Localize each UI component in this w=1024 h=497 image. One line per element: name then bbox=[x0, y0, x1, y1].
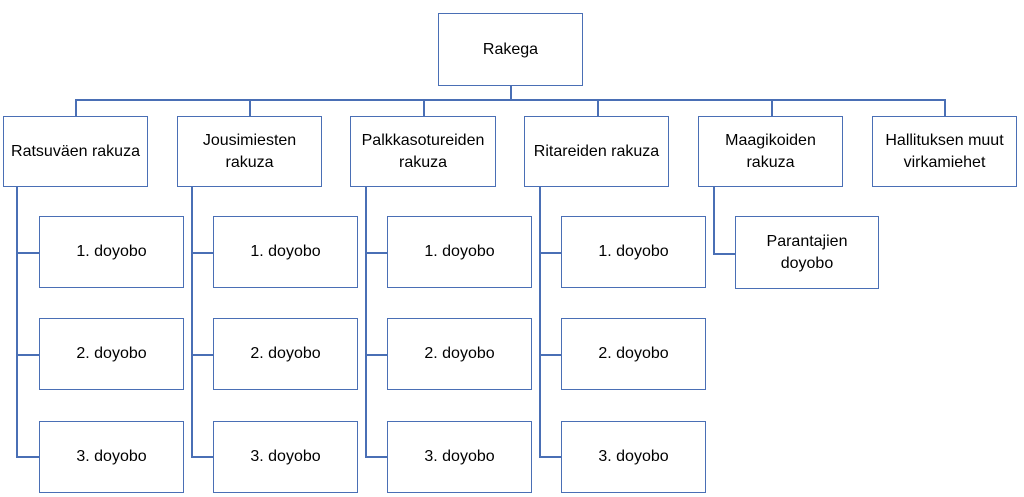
department-label: Palkkasotureiden rakuza bbox=[361, 131, 485, 171]
child-label: 3. doyobo bbox=[76, 448, 147, 465]
connector-spine-0 bbox=[16, 186, 18, 457]
child-label: 1. doyobo bbox=[76, 243, 147, 260]
connector-spine-4 bbox=[713, 186, 715, 254]
connector-branch-3-1 bbox=[539, 354, 562, 356]
department-node-maagikoiden: Maagikoiden rakuza bbox=[698, 116, 843, 187]
child-node: 1. doyobo bbox=[39, 216, 184, 288]
department-node-palkkasotureiden: Palkkasotureiden rakuza bbox=[350, 116, 496, 187]
connector-dept-3 bbox=[597, 99, 599, 117]
child-label: 2. doyobo bbox=[76, 345, 147, 362]
child-node: 1. doyobo bbox=[561, 216, 706, 288]
child-label: 2. doyobo bbox=[424, 345, 495, 362]
connector-spine-1 bbox=[191, 186, 193, 457]
child-node-parantajien: Parantajien doyobo bbox=[735, 216, 879, 289]
connector-branch-0-0 bbox=[16, 252, 40, 254]
root-node-label: Rakega bbox=[482, 40, 539, 58]
connector-spine-2 bbox=[365, 186, 367, 457]
connector-dept-1 bbox=[249, 99, 251, 117]
child-node: 2. doyobo bbox=[561, 318, 706, 390]
child-label: 3. doyobo bbox=[424, 448, 495, 465]
child-node: 2. doyobo bbox=[213, 318, 358, 390]
connector-dept-5 bbox=[944, 99, 946, 117]
department-label: Maagikoiden rakuza bbox=[725, 131, 816, 171]
connector-branch-1-0 bbox=[191, 252, 214, 254]
connector-branch-3-0 bbox=[539, 252, 562, 254]
child-label: 1. doyobo bbox=[598, 243, 669, 260]
child-node: 3. doyobo bbox=[387, 421, 532, 493]
connector-branch-0-2 bbox=[16, 456, 40, 458]
child-node: 3. doyobo bbox=[213, 421, 358, 493]
department-label: Ratsuväen rakuza bbox=[11, 142, 140, 160]
child-node: 3. doyobo bbox=[39, 421, 184, 493]
department-label: Jousimiesten rakuza bbox=[202, 131, 297, 171]
connector-branch-0-1 bbox=[16, 354, 40, 356]
connector-dept-2 bbox=[423, 99, 425, 117]
department-label: Hallituksen muut virkamiehet bbox=[885, 131, 1004, 171]
connector-branch-4-0 bbox=[713, 253, 736, 255]
child-node: 2. doyobo bbox=[39, 318, 184, 390]
connector-dept-0 bbox=[75, 99, 77, 117]
child-label: 1. doyobo bbox=[250, 243, 321, 260]
connector-spine-3 bbox=[539, 186, 541, 457]
child-node: 1. doyobo bbox=[387, 216, 532, 288]
department-label: Ritareiden rakuza bbox=[533, 142, 660, 160]
connector-department-bus bbox=[75, 99, 945, 101]
connector-branch-1-1 bbox=[191, 354, 214, 356]
department-node-hallituksen: Hallituksen muut virkamiehet bbox=[872, 116, 1017, 187]
connector-branch-2-2 bbox=[365, 456, 388, 458]
connector-branch-2-0 bbox=[365, 252, 388, 254]
child-node: 2. doyobo bbox=[387, 318, 532, 390]
connector-root-down bbox=[510, 85, 512, 100]
child-label: 1. doyobo bbox=[424, 243, 495, 260]
child-label: 3. doyobo bbox=[598, 448, 669, 465]
connector-branch-1-2 bbox=[191, 456, 214, 458]
child-label: 2. doyobo bbox=[250, 345, 321, 362]
department-node-jousimiesten: Jousimiesten rakuza bbox=[177, 116, 322, 187]
child-label: 2. doyobo bbox=[598, 345, 669, 362]
child-node: 3. doyobo bbox=[561, 421, 706, 493]
connector-dept-4 bbox=[771, 99, 773, 117]
child-label: 3. doyobo bbox=[250, 448, 321, 465]
child-node: 1. doyobo bbox=[213, 216, 358, 288]
root-node: Rakega bbox=[438, 13, 583, 86]
department-node-ritareiden: Ritareiden rakuza bbox=[524, 116, 669, 187]
connector-branch-2-1 bbox=[365, 354, 388, 356]
connector-branch-3-2 bbox=[539, 456, 562, 458]
child-label: Parantajien doyobo bbox=[766, 232, 848, 272]
department-node-ratsuvaen: Ratsuväen rakuza bbox=[3, 116, 148, 187]
